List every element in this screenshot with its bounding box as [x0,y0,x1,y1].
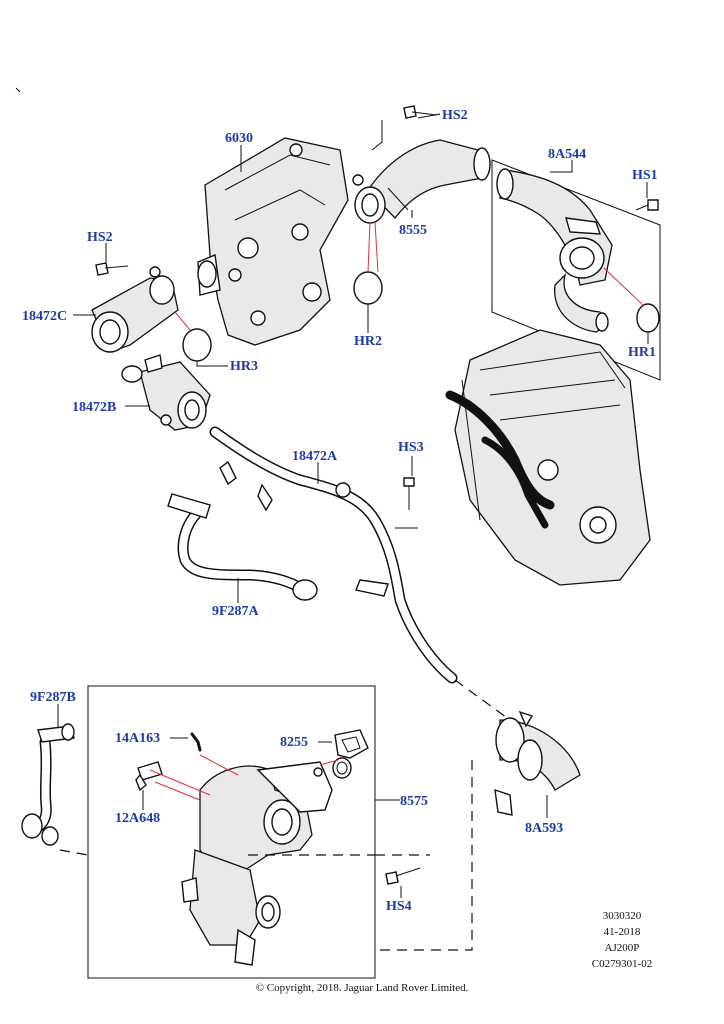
callout-9f287a: 9F287A [212,604,260,619]
callout-hs3: HS3 [398,440,424,455]
part-8255-gasket [332,729,369,779]
callout-18472a: 18472A [292,449,338,464]
callout-18472b: 18472B [72,400,116,415]
engine-illustration [445,329,651,586]
bolt-hs1 [635,199,659,211]
callout-6030: 6030 [225,131,253,146]
callout-9f287b: 9F287B [30,690,76,705]
callout-8255: 8255 [280,735,308,750]
corner-mark [15,87,21,93]
part-18472a-pipe [209,426,458,684]
callout-hs1: HS1 [632,168,658,183]
part-8a544-pipe [496,168,613,333]
seal-hr1 [636,303,660,333]
part-14a163-pin [190,732,202,752]
part-9f287b-hose [21,723,75,846]
part-18472b-elbow [121,354,211,431]
reference-line-3: AJ200P [604,942,640,954]
bolt-hs2-top [403,105,438,119]
bolt-hs4 [385,867,421,885]
leader-lines [57,113,649,898]
callout-hs2-top: HS2 [442,108,468,123]
callout-8a544: 8A544 [548,147,586,162]
part-12a648-sensor [135,761,163,792]
seal-hr2 [353,271,383,305]
part-9f287a-hose [167,493,318,601]
part-8555-hose [352,139,491,224]
copyright-notice: © Copyright, 2018. Jaguar Land Rover Lim… [255,982,469,994]
callout-hr1: HR1 [628,345,656,360]
reference-block: 3030320 41-2018 AJ200P C0279301-02 [582,908,662,972]
bolt-hs2-left [95,262,129,276]
reference-line-1: 3030320 [602,910,642,922]
dashed-connections [59,679,511,951]
box-8575-outline [87,685,376,979]
callout-18472c: 18472C [22,309,67,324]
callout-8575: 8575 [400,794,428,809]
callout-14a163: 14A163 [115,731,160,746]
part-8575-housing [181,761,333,966]
box-8a544-outline [491,159,661,381]
reference-line-2: 41-2018 [603,926,641,938]
part-6030-housing [197,137,349,346]
seal-hr3 [182,328,212,362]
part-8a593-hose [494,710,581,816]
callout-hs2-left: HS2 [87,230,113,245]
bolt-hs3 [403,477,415,510]
callout-12a648: 12A648 [115,811,160,826]
callout-8555: 8555 [399,223,427,238]
callout-hs4: HS4 [386,899,412,914]
reference-line-4: C0279301-02 [591,958,653,970]
callout-hr3: HR3 [230,359,258,374]
callout-hr2: HR2 [354,334,382,349]
part-18472c-outlet [91,266,179,353]
callout-8a593: 8A593 [525,821,563,836]
